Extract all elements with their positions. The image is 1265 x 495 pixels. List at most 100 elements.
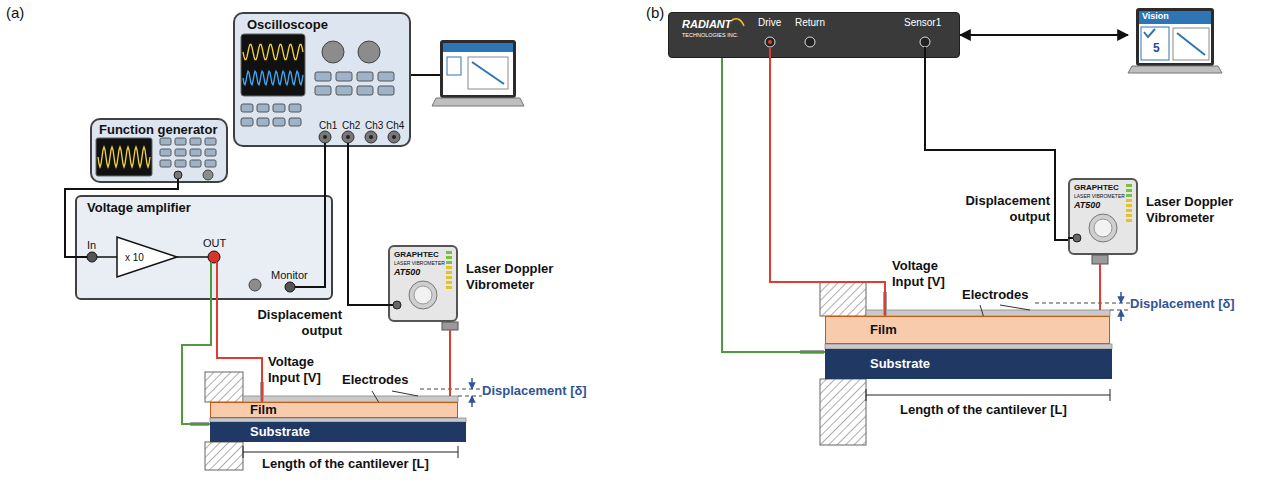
plot-window [468, 57, 508, 89]
ferroelectric-tester: RADIANTTECHNOLOGIES INC.DriveReturnSenso… [668, 12, 960, 58]
signal-trace [243, 71, 303, 85]
drive-wire [217, 300, 262, 402]
knob [203, 170, 213, 180]
cable-end [924, 47, 926, 58]
signal-trace [243, 44, 303, 59]
lens [1089, 214, 1117, 242]
dimension-label: Displacement [δ] [1130, 296, 1235, 312]
amplifier-symbol [117, 237, 177, 277]
app-icon [447, 57, 461, 75]
cable-end [1068, 237, 1073, 239]
level-led [1126, 219, 1132, 222]
button [175, 160, 186, 167]
displacement-arrow [1120, 292, 1122, 303]
signal-label: Voltage Input [V] [892, 258, 956, 289]
button [160, 149, 171, 156]
generator-screen [96, 138, 152, 176]
wire [97, 256, 117, 258]
jack-pin [369, 135, 373, 139]
displacement-arrow [1120, 310, 1122, 321]
substrate-layer-outline [825, 349, 1112, 379]
device-text: RADIANT [682, 18, 732, 31]
device-text: Ch4 [386, 120, 404, 132]
button [175, 149, 186, 156]
level-led [446, 276, 452, 279]
leader-line [1000, 305, 1030, 310]
tip-position-line [1110, 310, 1130, 311]
level-led [1126, 189, 1132, 192]
wire [769, 47, 771, 58]
clamp-top [205, 372, 243, 402]
dimension-label: Length of the cantilever [L] [900, 402, 1067, 418]
device-text: Monitor [271, 269, 308, 282]
dimension-line [866, 395, 1110, 396]
device-text: Function generator [99, 122, 217, 138]
monitor-jack [285, 282, 295, 292]
return-jack [805, 37, 815, 47]
device-text: OUT [203, 237, 226, 250]
cable-end [324, 143, 326, 147]
button [336, 72, 352, 81]
app-logo [1141, 27, 1169, 60]
device-text: GRAPHTEC [394, 250, 439, 260]
level-led [446, 266, 452, 269]
dimension-label: Length of the cantilever [L] [262, 456, 429, 472]
level-led [446, 251, 452, 254]
laptop: Vision5 [1128, 8, 1222, 74]
output-jack [1073, 234, 1081, 242]
dimension-tick [243, 446, 244, 458]
level-led [446, 286, 452, 289]
displacement-arrow [471, 378, 473, 389]
dimension-label: Displacement [δ] [482, 383, 587, 399]
drive-wire [770, 58, 885, 316]
film-layer-outline [210, 402, 458, 418]
jack-pin [768, 40, 772, 44]
device-text: TECHNOLOGIES INC. [682, 32, 738, 39]
button [289, 118, 301, 126]
output-jack [393, 301, 401, 309]
device-text: Drive [758, 17, 781, 29]
level-led [1126, 194, 1132, 197]
dimension-tick [866, 389, 867, 401]
wire [210, 262, 212, 300]
device-text: Substrate [250, 425, 310, 439]
button [357, 86, 373, 95]
button [175, 138, 186, 145]
level-led [446, 256, 452, 259]
channel-jack [365, 131, 377, 143]
level-led [1126, 184, 1132, 187]
device-text: AT500 [1074, 200, 1100, 211]
button [190, 138, 201, 145]
check-mark [1144, 29, 1155, 37]
level-led [446, 271, 452, 274]
laptop-display [443, 43, 513, 95]
device-text: Ch2 [342, 120, 360, 132]
button [205, 160, 216, 167]
port-label: Displacement output [958, 193, 1050, 224]
button [205, 138, 216, 145]
button [357, 72, 373, 81]
device-text: Return [795, 17, 825, 29]
cable-end [388, 304, 393, 306]
tip-position-line [458, 396, 482, 397]
level-led [1126, 209, 1132, 212]
jack-pin [346, 135, 350, 139]
output-jack [174, 171, 182, 179]
input-jack [87, 252, 97, 262]
substrate-layer-outline [210, 422, 466, 442]
plot-window [1173, 28, 1209, 60]
plot-line [472, 62, 504, 84]
cable-end [347, 143, 349, 147]
button [315, 72, 331, 81]
scope-screen [241, 34, 305, 96]
button [273, 118, 285, 126]
device-text: Film [870, 322, 897, 338]
button [378, 72, 394, 81]
device-heading: Laser Doppler Vibrometer [466, 261, 566, 292]
laptop-screen [440, 40, 516, 98]
jack-pin [323, 135, 327, 139]
knob [358, 41, 380, 63]
cable-end [177, 179, 179, 183]
voltage-amplifier: Voltage amplifierInx 10OUTMonitor [75, 195, 333, 300]
